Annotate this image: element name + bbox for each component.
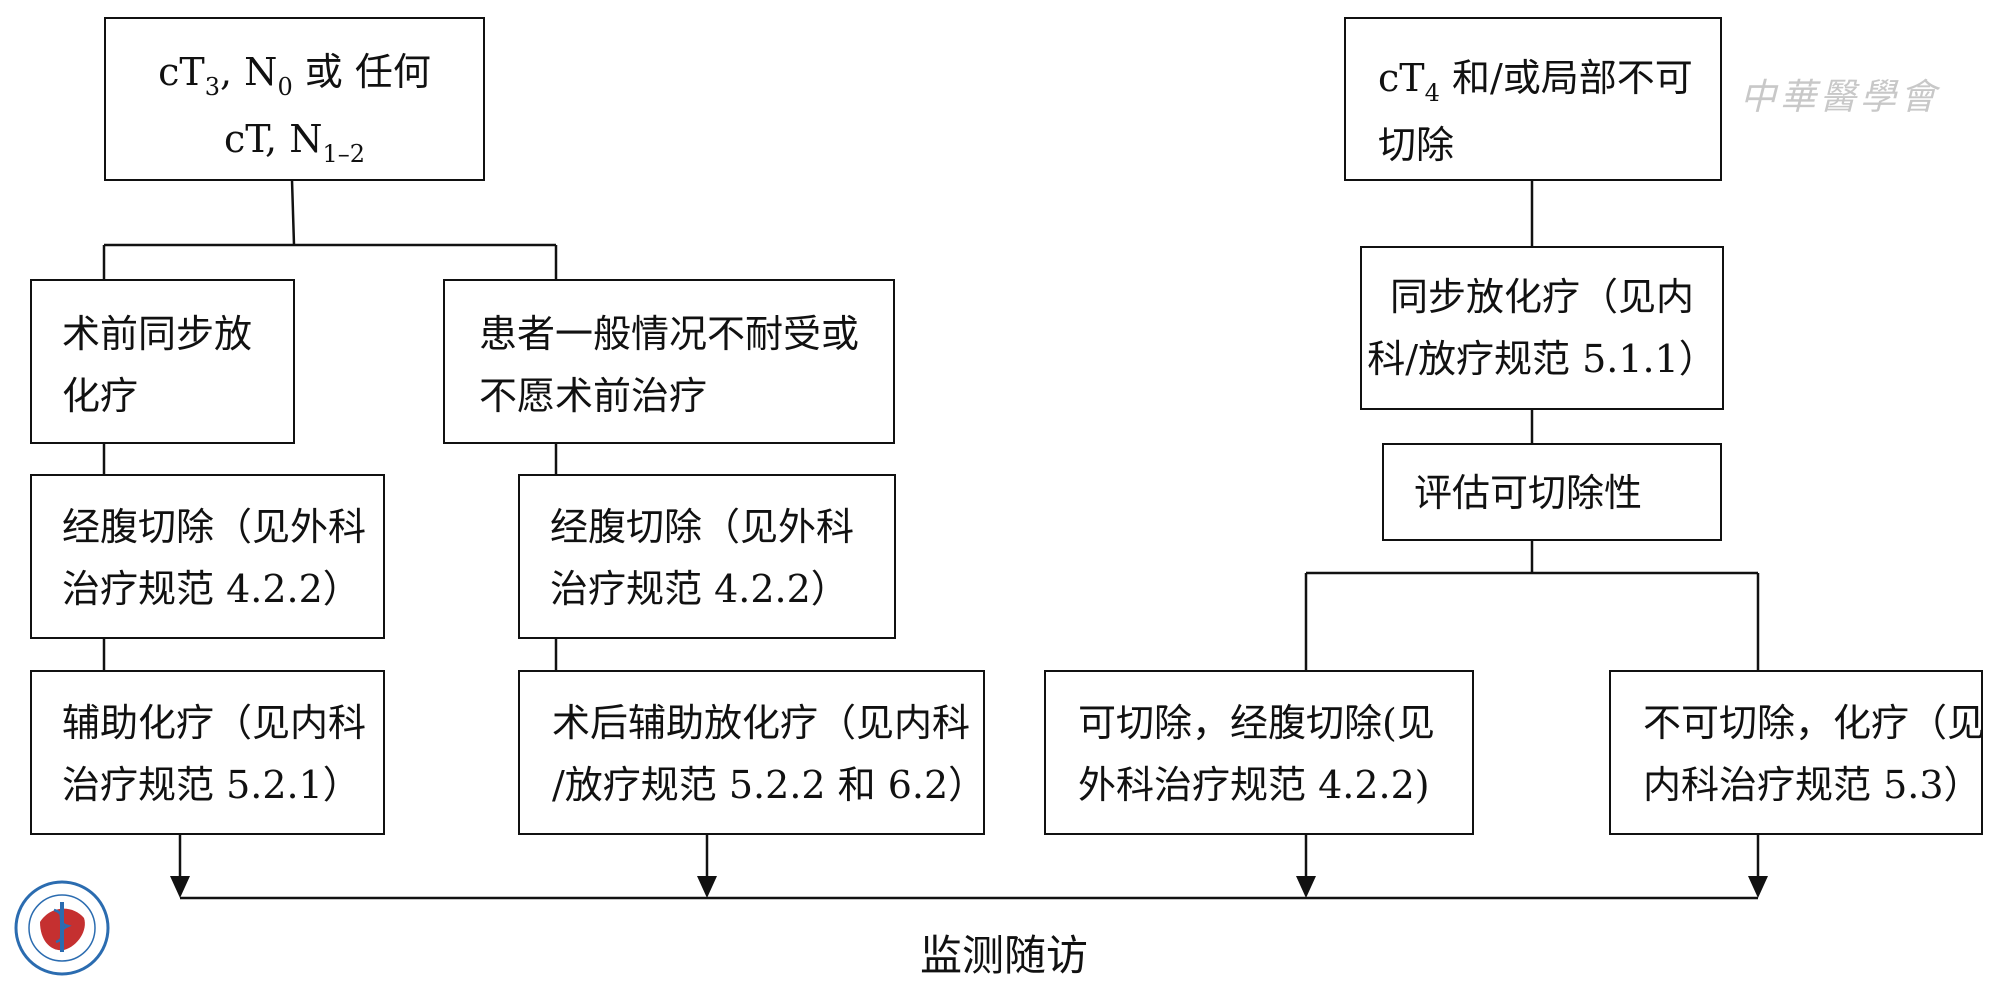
node-line: 不可切除，化疗（见 bbox=[1643, 701, 1986, 745]
node-line: 治疗规范 4.2.2） bbox=[62, 567, 361, 611]
transabdominal-resection-left-node: 经腹切除（见外科 治疗规范 4.2.2） bbox=[30, 474, 385, 639]
node-line: 不愿术前治疗 bbox=[479, 374, 708, 418]
postop-chemoradio-node: 术后辅助放化疗（见内科 /放疗规范 5.2.2 和 6.2） bbox=[518, 670, 987, 835]
transabdominal-resection-mid-node: 经腹切除（见外科 治疗规范 4.2.2） bbox=[518, 474, 896, 639]
arrow-head bbox=[170, 876, 190, 898]
node-line: 同步放化疗（见内 bbox=[1389, 275, 1694, 319]
preop-chemoradio-node: 术前同步放 化疗 bbox=[30, 279, 295, 444]
node-line: 辅助化疗（见内科 bbox=[62, 701, 367, 745]
arrow-head bbox=[697, 876, 717, 898]
node-line: 术后辅助放化疗（见内科 bbox=[552, 701, 971, 745]
watermark-text: 中華醫學會 bbox=[1740, 77, 1941, 118]
node-line: 经腹切除（见外科 bbox=[62, 505, 367, 549]
node-line: /放疗规范 5.2.2 和 6.2） bbox=[552, 763, 987, 807]
start-right-line2: 切除 bbox=[1378, 123, 1455, 167]
node-line: 评估可切除性 bbox=[1414, 471, 1643, 515]
node-line: 经腹切除（见外科 bbox=[550, 505, 855, 549]
assess-resectability-node: 评估可切除性 bbox=[1382, 443, 1722, 541]
node-line: 术前同步放 bbox=[62, 312, 253, 356]
start-right-line1: cT4 和/或局部不可 bbox=[1378, 56, 1693, 107]
unresectable-node: 不可切除，化疗（见 内科治疗规范 5.3） bbox=[1609, 670, 1986, 835]
node-line: 患者一般情况不耐受或 bbox=[479, 312, 860, 356]
node-line: 治疗规范 4.2.2） bbox=[550, 567, 849, 611]
start-left-line1: cT3, N0 或 任何 bbox=[158, 50, 431, 101]
node-line: 化疗 bbox=[62, 374, 139, 418]
node-line: 内科治疗规范 5.3） bbox=[1643, 763, 1982, 807]
start-left-line2: cT, N1–2 bbox=[224, 117, 365, 168]
node-line: 可切除，经腹切除(见 bbox=[1078, 701, 1435, 745]
connector bbox=[290, 179, 296, 246]
cma-logo-icon bbox=[14, 880, 110, 976]
start-right-node: cT4 和/或局部不可 切除 bbox=[1344, 17, 1722, 181]
resectable-node: 可切除，经腹切除(见 外科治疗规范 4.2.2) bbox=[1044, 670, 1474, 835]
node-line: 治疗规范 5.2.1） bbox=[62, 763, 361, 807]
concurrent-chemoradio-node: 同步放化疗（见内 科/放疗规范 5.1.1） bbox=[1360, 246, 1724, 410]
node-line: 外科治疗规范 4.2.2) bbox=[1078, 763, 1430, 807]
adjuvant-chemo-node: 辅助化疗（见内科 治疗规范 5.2.1） bbox=[30, 670, 385, 835]
start-left-node: cT3, N0 或 任何 cT, N1–2 bbox=[104, 17, 485, 181]
arrow-head bbox=[1296, 876, 1316, 898]
followup-label: 监测随访 bbox=[920, 931, 1089, 980]
node-line: 科/放疗规范 5.1.1） bbox=[1367, 337, 1717, 381]
intolerant-node: 患者一般情况不耐受或 不愿术前治疗 bbox=[443, 279, 895, 444]
arrow-head bbox=[1748, 876, 1768, 898]
